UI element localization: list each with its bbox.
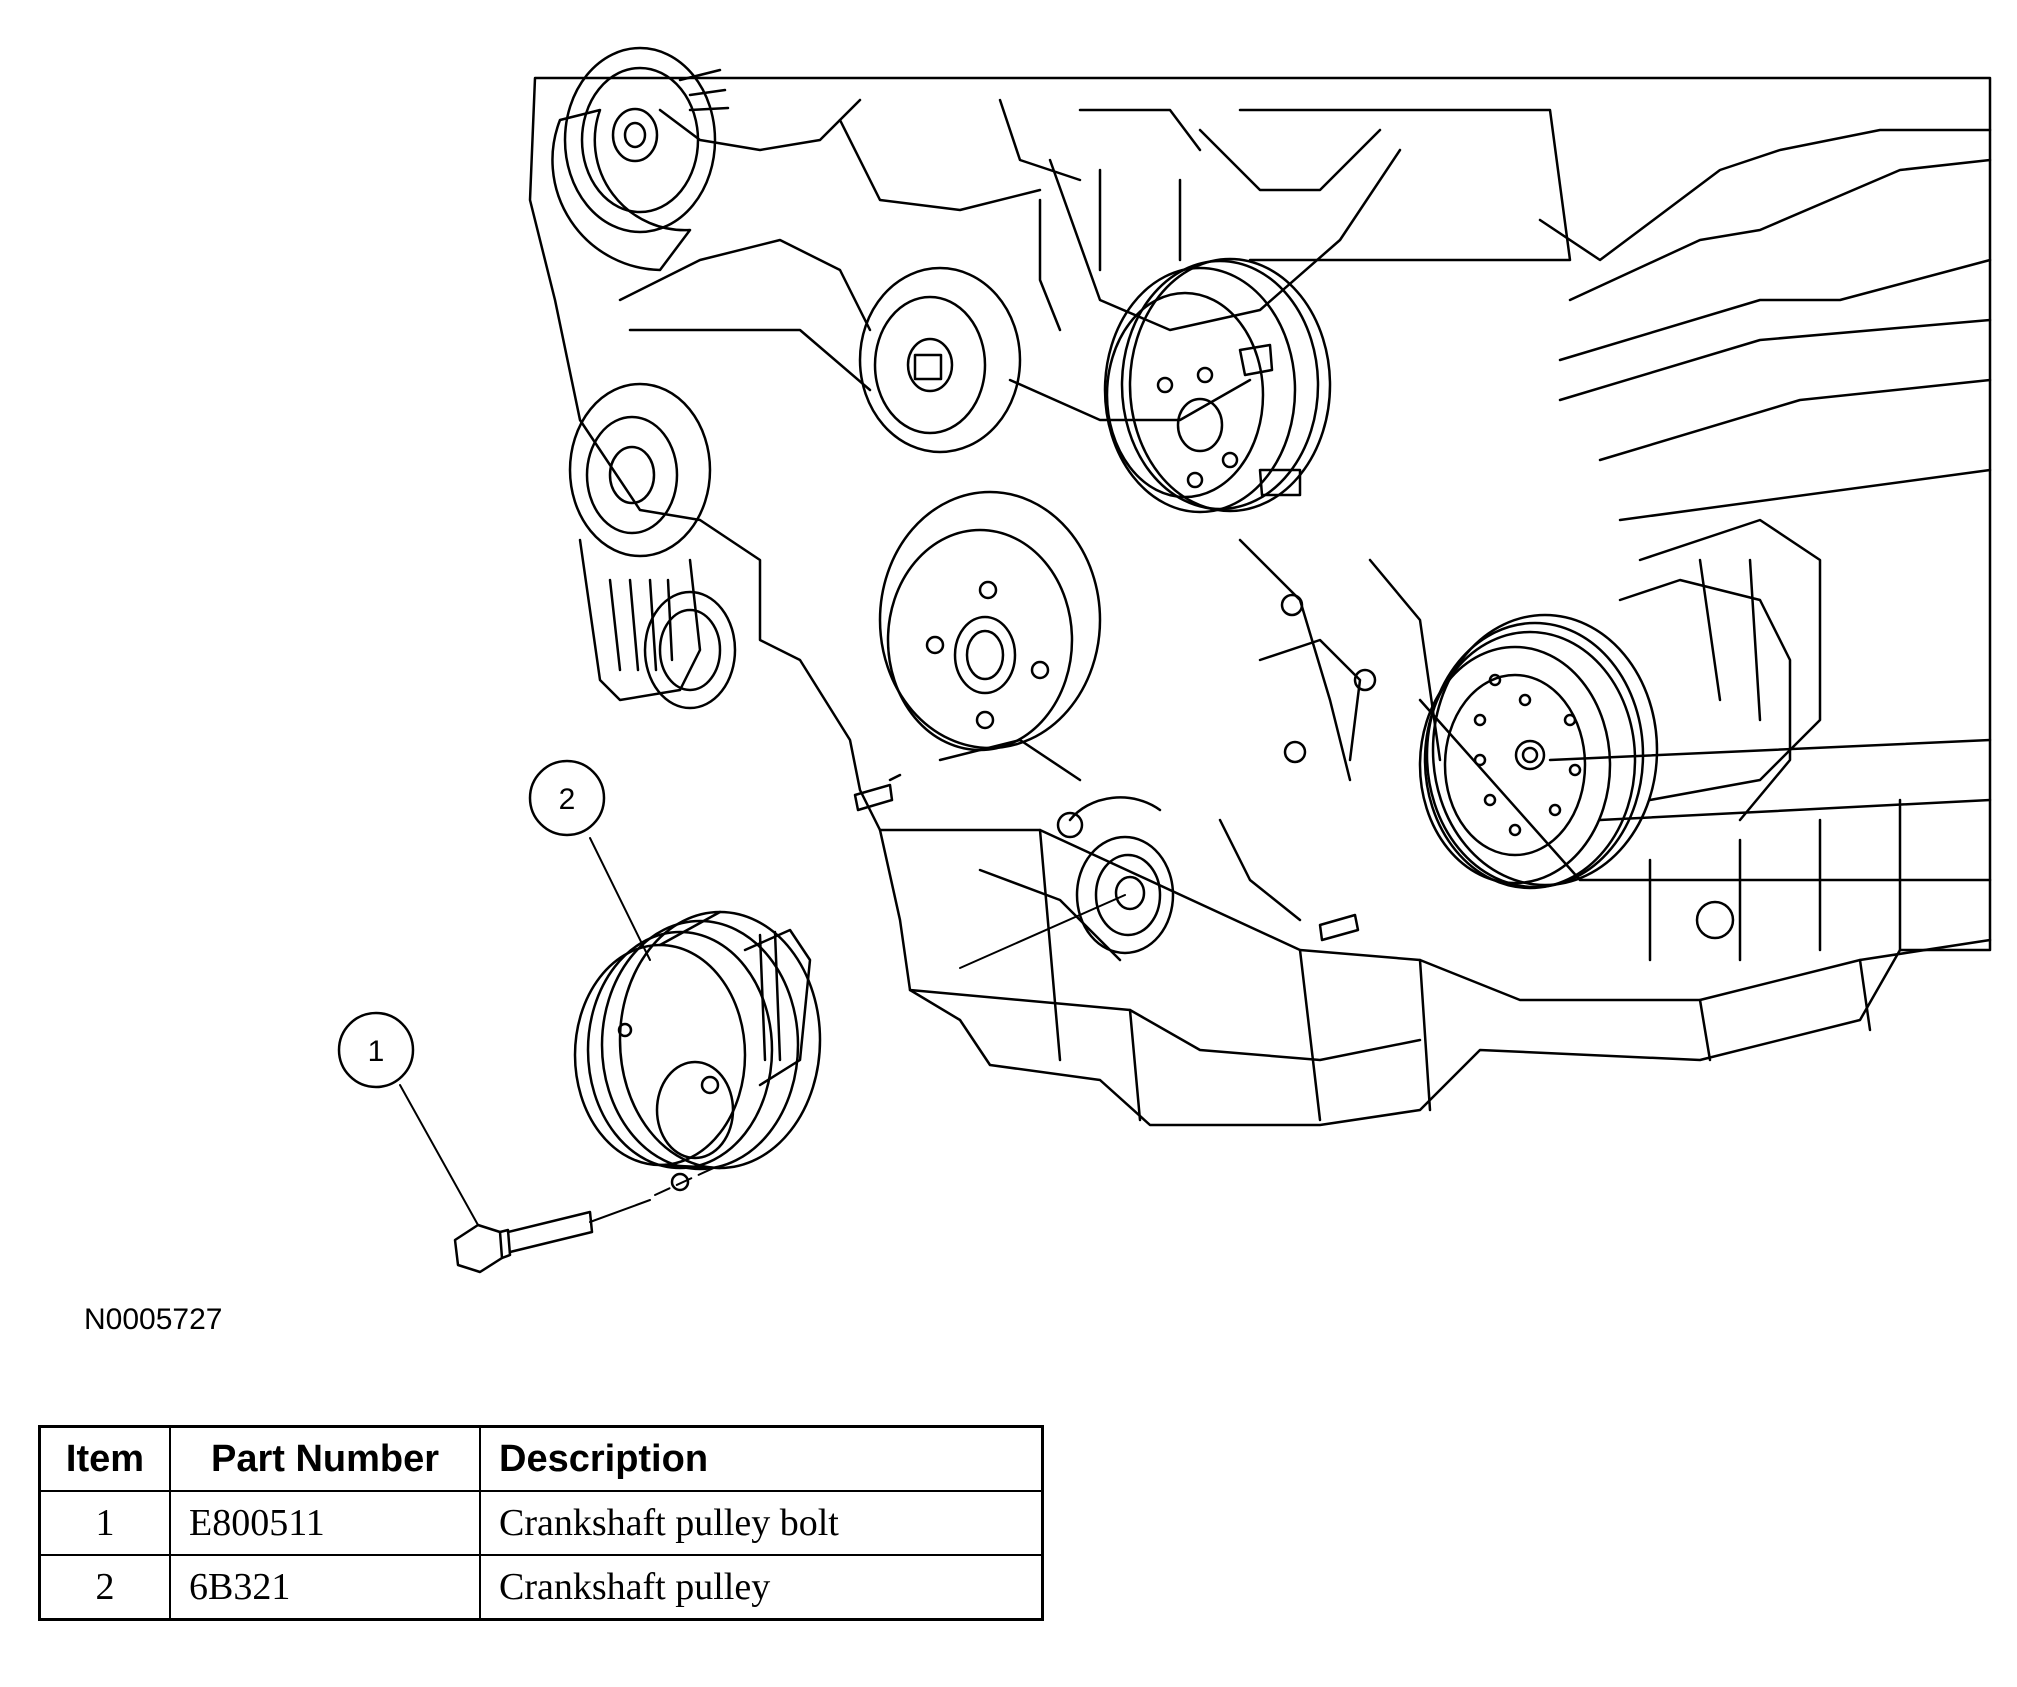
lower-idler-pulley xyxy=(1056,796,1175,955)
row-part-number: E800511 xyxy=(169,1490,481,1556)
assembly-centerline xyxy=(589,894,1126,1223)
callout-2-label: 2 xyxy=(559,783,576,816)
callout-2: 2 xyxy=(528,759,606,837)
row-part-number: 6B321 xyxy=(169,1554,481,1621)
header-item: Item xyxy=(38,1425,171,1492)
upper-left-pulley xyxy=(551,46,730,272)
row-item: 2 xyxy=(38,1554,171,1621)
parts-table-header: Item Part Number Description xyxy=(38,1425,1044,1492)
callout-1: 1 xyxy=(337,1011,415,1089)
crankshaft-pulley xyxy=(573,910,822,1192)
engine-exploded-diagram: 1 2 xyxy=(337,46,1992,1274)
row-description: Crankshaft pulley bolt xyxy=(479,1490,1044,1556)
table-row: 1 E800511 Crankshaft pulley bolt xyxy=(38,1490,1044,1556)
callout-leaders xyxy=(399,837,651,1226)
header-description: Description xyxy=(479,1425,1044,1492)
engine-studs xyxy=(853,593,1735,942)
ac-compressor xyxy=(1418,518,1822,890)
parts-table: Item Part Number Description 1 E800511 C… xyxy=(38,1425,1044,1621)
row-item: 1 xyxy=(38,1490,171,1556)
power-steering-pulley xyxy=(878,490,1102,752)
callout-1-label: 1 xyxy=(368,1035,385,1068)
water-pump-pulley xyxy=(1103,257,1332,514)
figure-id: N0005727 xyxy=(84,1303,223,1336)
row-description: Crankshaft pulley xyxy=(479,1554,1044,1621)
engine-block xyxy=(528,76,1992,1127)
header-part-number: Part Number xyxy=(169,1425,481,1492)
upper-idler-pulley xyxy=(858,266,1022,454)
belt-tensioner xyxy=(568,382,737,710)
table-row: 2 6B321 Crankshaft pulley xyxy=(38,1554,1044,1621)
